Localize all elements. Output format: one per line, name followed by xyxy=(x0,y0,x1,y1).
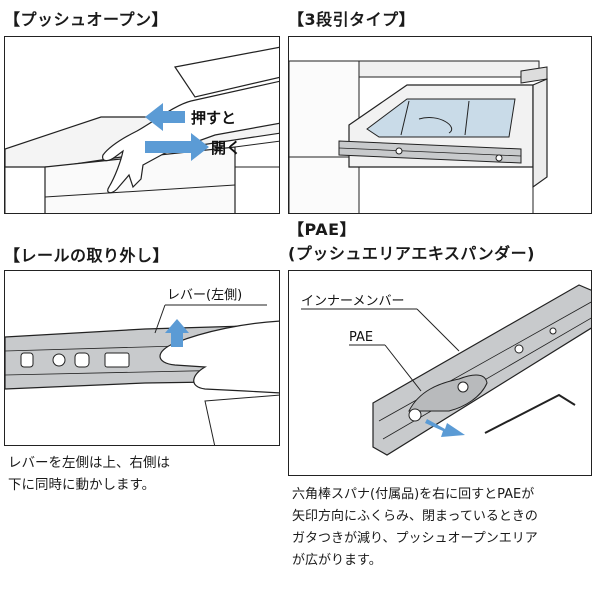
three-stage-illustration xyxy=(289,60,548,213)
pae-caption-line4: が広がります。 xyxy=(292,553,382,568)
rail-removal-caption-line2: 下に同時に動かします。 xyxy=(8,477,156,493)
pae-title-line1: 【PAE】 xyxy=(288,220,357,239)
pae-title-line2: (プッシュエリアエキスパンダー) xyxy=(288,244,535,263)
three-stage-panel xyxy=(288,36,592,214)
pae-caption-line2: 矢印方向にふくらみ、閉まっているときの xyxy=(292,509,538,524)
rail-removal-heading: 【レールの取り外し】 xyxy=(4,246,170,265)
three-stage-heading: 【3段引タイプ】 xyxy=(288,10,416,29)
rail-removal-illustration: レバー(左側) xyxy=(5,288,279,445)
inner-member-label: インナーメンバー xyxy=(301,294,404,309)
pae-panel: インナーメンバー PAE xyxy=(288,270,592,476)
push-open-heading: 【プッシュオープン】 xyxy=(4,10,169,29)
push-label: 押すと xyxy=(191,109,236,127)
rail-removal-panel: レバー(左側) xyxy=(4,270,280,446)
pae-caption: 六角棒スパナ(付属品)を右に回すとPAEが 矢印方向にふくらみ、閉まっているとき… xyxy=(292,484,538,572)
open-label: 開く xyxy=(211,139,241,157)
pae-part-label: PAE xyxy=(349,330,373,345)
push-open-panel: 押すと 開く xyxy=(4,36,280,214)
rail-removal-caption: レバーを左側は上、右側は 下に同時に動かします。 xyxy=(8,452,170,496)
rail-removal-caption-line1: レバーを左側は上、右側は xyxy=(8,455,170,471)
pae-heading: 【PAE】 (プッシュエリアエキスパンダー) xyxy=(288,218,535,266)
lever-label: レバー(左側) xyxy=(167,288,242,303)
push-open-illustration: 押すと 開く xyxy=(5,46,279,213)
pae-caption-line1: 六角棒スパナ(付属品)を右に回すとPAEが xyxy=(292,487,535,502)
pae-illustration: インナーメンバー PAE xyxy=(301,284,591,456)
pae-caption-line3: ガタつきが減り、プッシュオープンエリア xyxy=(292,531,538,546)
